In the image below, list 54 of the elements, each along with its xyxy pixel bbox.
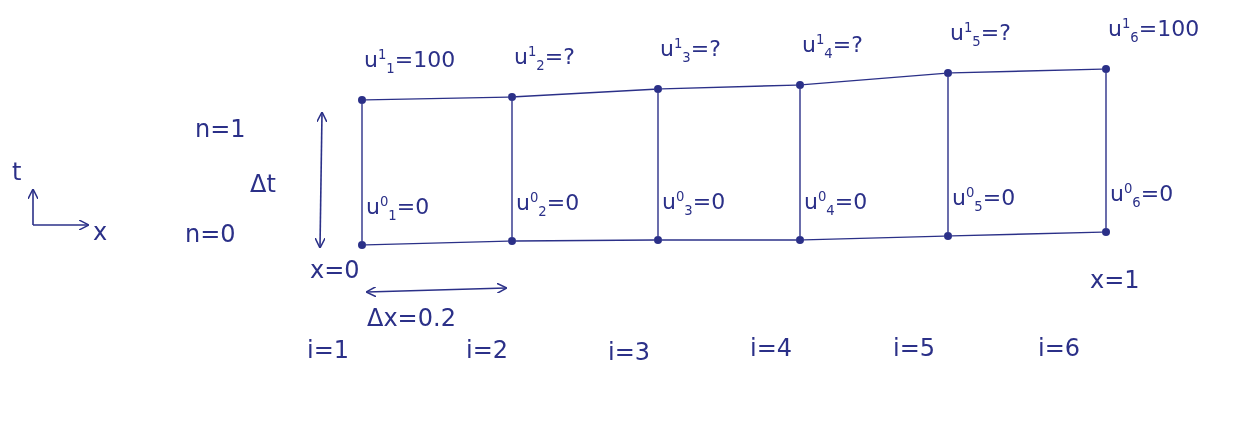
grid-point bbox=[508, 93, 516, 101]
value-label: u$^{1}$$_{3}$=? bbox=[660, 37, 721, 66]
grid-point bbox=[796, 236, 804, 244]
grid-line bbox=[657, 92, 659, 237]
grid-line bbox=[951, 68, 1103, 74]
index-label: i=6 bbox=[1038, 336, 1081, 360]
value-label: u$^{0}$$_{5}$=0 bbox=[952, 186, 1016, 215]
value-label: u$^{1}$$_{1}$=100 bbox=[364, 48, 456, 77]
axis-label: t bbox=[12, 160, 22, 184]
grid-point bbox=[654, 236, 662, 244]
index-label: i=1 bbox=[307, 338, 350, 362]
index-label: i=5 bbox=[893, 336, 936, 360]
grid-line bbox=[803, 72, 945, 86]
index-label: i=2 bbox=[466, 338, 509, 362]
grid-line bbox=[661, 84, 797, 90]
grid-line bbox=[365, 240, 509, 246]
grid-line bbox=[947, 76, 949, 233]
axis-label: x bbox=[93, 220, 108, 244]
grid-line bbox=[515, 239, 655, 242]
grid-line bbox=[365, 96, 509, 101]
grid-point bbox=[944, 232, 952, 240]
dimension-label: Δt bbox=[250, 172, 276, 196]
grid-line bbox=[803, 235, 945, 241]
grid-line bbox=[1105, 72, 1107, 229]
index-label: i=3 bbox=[608, 340, 651, 364]
grid-point bbox=[1102, 228, 1110, 236]
level-label: n=0 bbox=[185, 222, 236, 246]
grid-point bbox=[654, 85, 662, 93]
position-label: x=0 bbox=[310, 258, 360, 282]
grid-line bbox=[361, 103, 363, 242]
grid-line bbox=[515, 88, 655, 98]
value-label: u$^{0}$$_{6}$=0 bbox=[1110, 182, 1174, 211]
value-label: u$^{0}$$_{4}$=0 bbox=[804, 190, 868, 219]
level-label: n=1 bbox=[195, 117, 246, 141]
grid-point bbox=[1102, 65, 1110, 73]
grid-line bbox=[951, 231, 1103, 237]
grid-line bbox=[799, 88, 801, 237]
value-label: u$^{0}$$_{1}$=0 bbox=[366, 195, 430, 224]
grid-point bbox=[944, 69, 952, 77]
value-label: u$^{0}$$_{2}$=0 bbox=[516, 191, 580, 220]
dimension-label: Δx=0.2 bbox=[367, 306, 456, 330]
value-label: u$^{1}$$_{4}$=? bbox=[802, 33, 863, 62]
position-label: x=1 bbox=[1090, 268, 1140, 292]
value-label: u$^{1}$$_{2}$=? bbox=[514, 45, 575, 74]
grid-line bbox=[661, 239, 797, 241]
value-label: u$^{1}$$_{6}$=100 bbox=[1108, 17, 1200, 46]
value-label: u$^{0}$$_{3}$=0 bbox=[662, 190, 726, 219]
grid-point bbox=[358, 96, 366, 104]
grid-point bbox=[508, 237, 516, 245]
grid-line bbox=[511, 100, 513, 238]
value-label: u$^{1}$$_{5}$=? bbox=[950, 21, 1011, 50]
grid-point bbox=[358, 241, 366, 249]
index-label: i=4 bbox=[750, 336, 793, 360]
grid-point bbox=[796, 81, 804, 89]
